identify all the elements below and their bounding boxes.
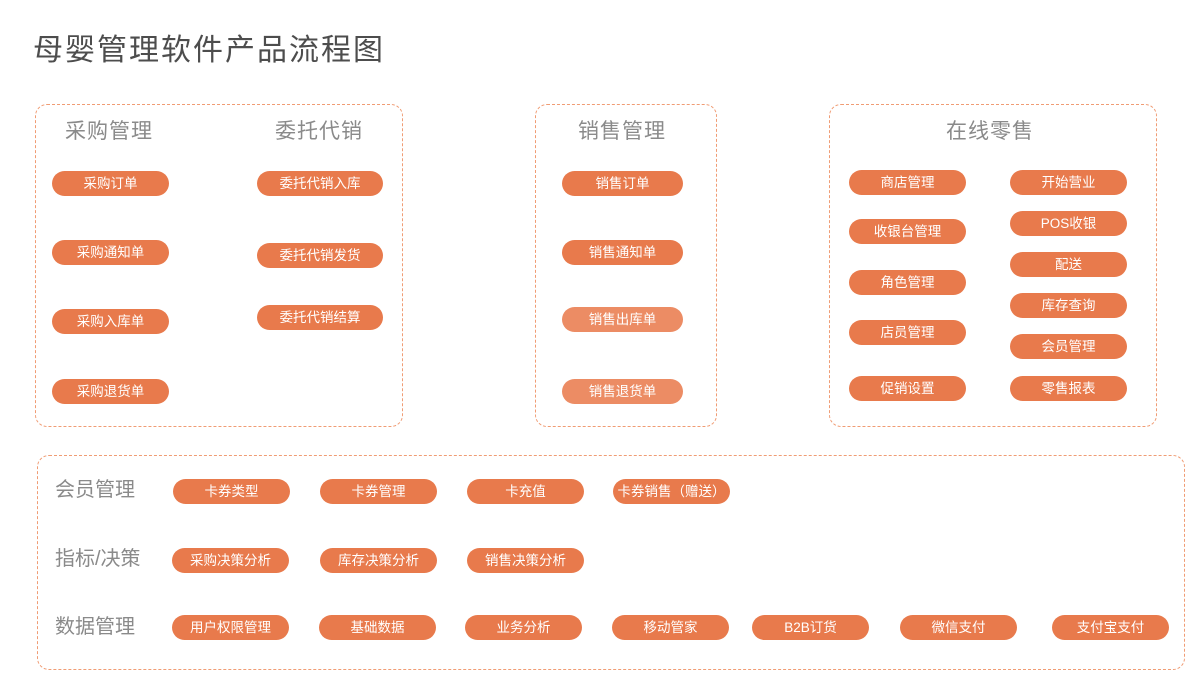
row-label: 数据管理 [55,616,135,638]
group-header: 在线零售 [946,120,1034,143]
flow-node: 卡券类型 [173,479,290,504]
flow-node: 销售通知单 [562,240,683,265]
flow-node: 卡券管理 [320,479,437,504]
flow-node: 促销设置 [849,376,966,401]
flow-node: 商店管理 [849,170,966,195]
flow-node: 卡券销售（赠送） [613,479,730,504]
flow-node: 基础数据 [319,615,436,640]
flow-node: POS收银 [1010,211,1127,236]
flow-node: 开始营业 [1010,170,1127,195]
row-label: 指标/决策 [55,548,141,570]
group-header: 采购管理 [65,120,153,143]
flow-node: 采购通知单 [52,240,169,265]
flow-node: 微信支付 [900,615,1017,640]
flow-node: 委托代销发货 [257,243,383,268]
flow-node: 销售退货单 [562,379,683,404]
flow-node: 委托代销结算 [257,305,383,330]
flow-node: 收银台管理 [849,219,966,244]
row-label: 会员管理 [55,479,135,501]
flow-node: 销售订单 [562,171,683,196]
group-header: 销售管理 [578,120,666,143]
flow-node: 移动管家 [612,615,729,640]
flow-node: 销售决策分析 [467,548,584,573]
flow-node: 会员管理 [1010,334,1127,359]
flow-node: 用户权限管理 [172,615,289,640]
flow-node: 店员管理 [849,320,966,345]
flow-node: B2B订货 [752,615,869,640]
flow-node: 采购订单 [52,171,169,196]
flow-node: 配送 [1010,252,1127,277]
flow-node: 业务分析 [465,615,582,640]
flow-node: 库存决策分析 [320,548,437,573]
flow-node: 支付宝支付 [1052,615,1169,640]
flow-node: 零售报表 [1010,376,1127,401]
flow-node: 角色管理 [849,270,966,295]
panel-sales [535,104,717,427]
flow-node: 卡充值 [467,479,584,504]
group-header: 委托代销 [275,120,363,143]
flow-node: 采购入库单 [52,309,169,334]
flow-node: 销售出库单 [562,307,683,332]
flow-node: 采购决策分析 [172,548,289,573]
flow-node: 库存查询 [1010,293,1127,318]
flow-node: 委托代销入库 [257,171,383,196]
page-title: 母婴管理软件产品流程图 [33,34,385,67]
flow-node: 采购退货单 [52,379,169,404]
